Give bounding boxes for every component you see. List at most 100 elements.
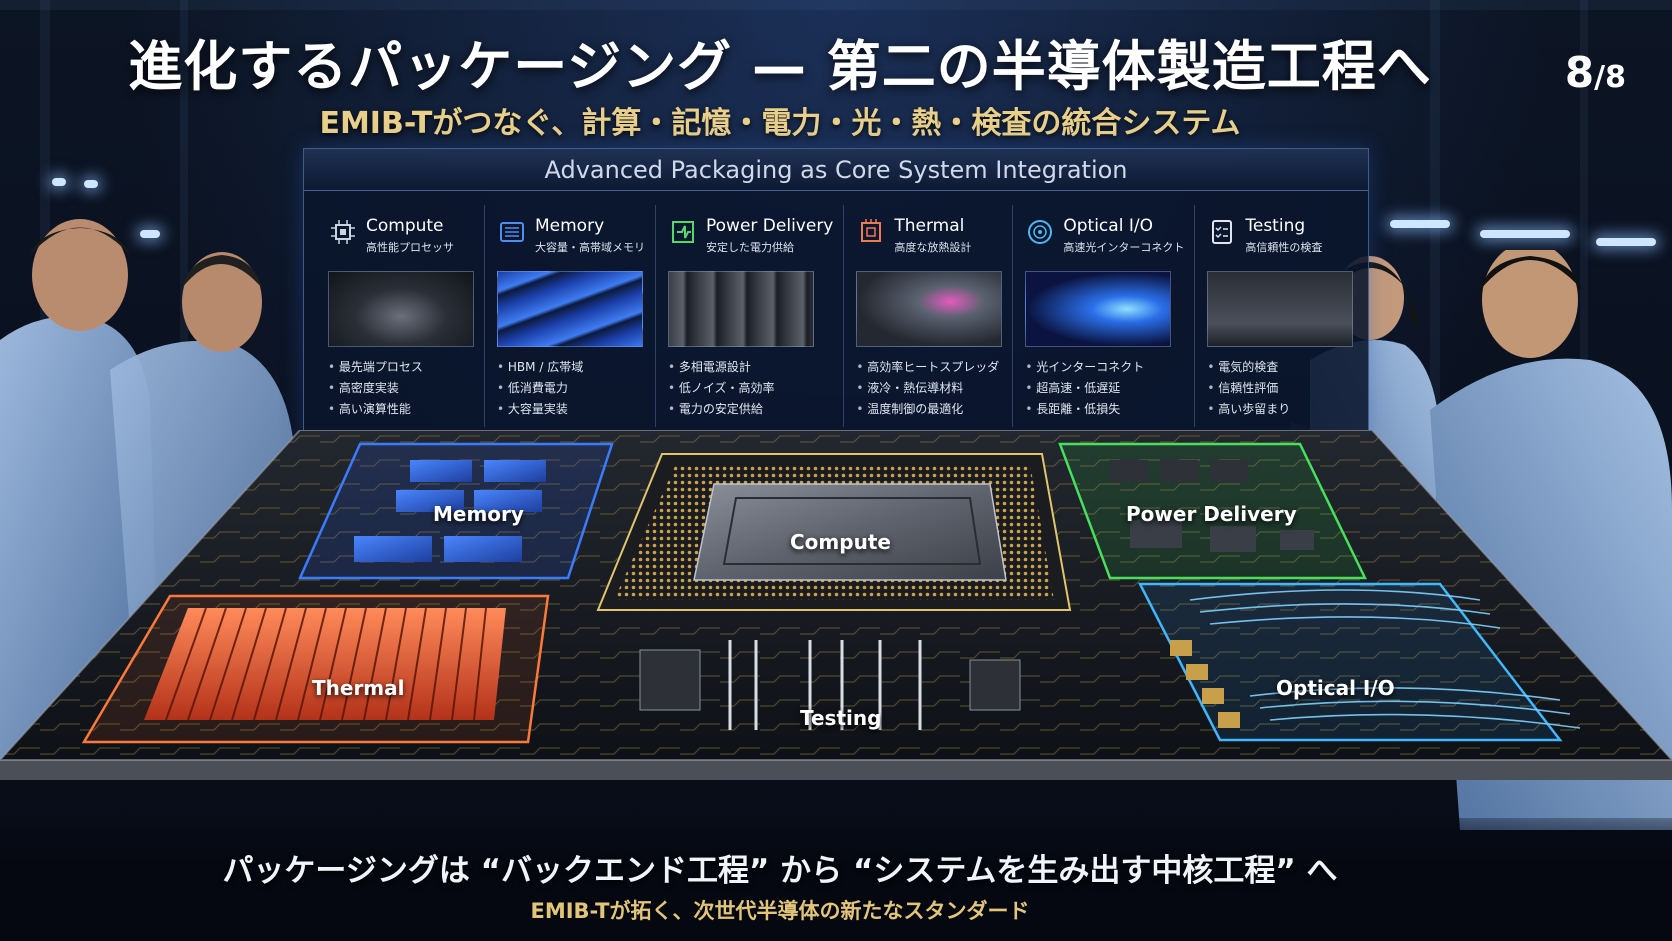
card-subtitle: 大容量・高帯域メモリ [535,241,645,254]
pillar [1430,0,1440,430]
ceiling-beam [0,0,1672,10]
card-bullet: 電気的検査 [1207,357,1353,378]
power-delivery-zone [1058,442,1367,580]
power-component [1160,460,1198,482]
card-header: Power Delivery 安定した電力供給 [668,215,833,265]
optical-io-zone [1137,582,1581,742]
card-bullet: 低消費電力 [497,378,645,399]
module-card-thermal: Thermal 高度な放熱設計 高効率ヒートスプレッダ液冷・熱伝導材料温度制御の… [844,205,1014,427]
thermal-zone [81,594,550,744]
card-header: Optical I/O 高速光インターコネクト [1025,215,1184,265]
card-title: Compute [366,216,444,236]
checklist-icon [1207,217,1237,247]
card-bullet: 最先端プロセス [328,357,474,378]
bottom-band [0,818,1672,941]
card-subtitle: 高度な放熱設計 [894,241,972,254]
ceiling-light [140,230,160,238]
ceiling-light [1596,238,1656,246]
test-socket [639,649,701,711]
card-bullets: 光インターコネクト超高速・低遅延長距離・低損失 [1025,357,1184,420]
memory-zone [298,442,614,580]
card-bullet: 大容量実装 [497,399,645,420]
power-component [1210,460,1248,482]
card-bullet: 高密度実装 [328,378,474,399]
power-component [1130,520,1182,548]
label-testing: Testing [800,706,882,730]
card-bullet: 電力の安定供給 [668,399,833,420]
card-subtitle: 高速光インターコネクト [1063,241,1185,254]
memory-chip [396,490,464,512]
card-title: Testing [1245,216,1306,236]
closing-tagline: EMIB-Tが拓く、次世代半導体の新たなスタンダード [530,899,1030,923]
page-current: 8 [1564,48,1595,97]
card-bullet: 多相電源設計 [668,357,833,378]
page-total: /8 [1594,60,1626,95]
card-bullet: 液冷・熱伝導材料 [856,378,1002,399]
label-thermal: Thermal [312,676,405,700]
card-titles: Memory 大容量・高帯域メモリ [535,215,645,255]
card-bullets: 多相電源設計低ノイズ・高効率電力の安定供給 [668,357,833,420]
card-bullet: 信頼性評価 [1207,378,1353,399]
card-subtitle: 安定した電力供給 [706,241,794,254]
card-image [1025,271,1172,347]
card-title: Power Delivery [706,216,834,236]
card-titles: Testing 高信頼性の検査 [1245,215,1322,255]
label-optical-io: Optical I/O [1276,676,1395,700]
closing-statement: パッケージングは “バックエンド工程” から “システムを生み出す中核工程” へ [222,853,1338,889]
card-subtitle: 高信頼性の検査 [1245,241,1323,254]
label-compute: Compute [790,530,891,554]
ceiling-light [1480,230,1570,238]
fin-lines [165,607,487,721]
card-bullet: 高い演算性能 [328,399,474,420]
memory-chip [484,460,546,482]
card-bullet: 低ノイズ・高効率 [668,378,833,399]
card-subtitle: 高性能プロセッサ [366,241,454,254]
card-bullets: 最先端プロセス高密度実装高い演算性能 [328,357,474,420]
card-bullet: HBM / 広帯域 [497,357,645,378]
module-card-compute: Compute 高性能プロセッサ 最先端プロセス高密度実装高い演算性能 [316,205,485,427]
power-component [1110,460,1148,482]
module-card-testing: Testing 高信頼性の検査 電気的検査信頼性評価高い歩留まり [1195,205,1363,427]
card-bullet: 超高速・低遅延 [1025,378,1184,399]
card-header: Thermal 高度な放熱設計 [856,215,1002,265]
module-card-power-delivery: Power Delivery 安定した電力供給 多相電源設計低ノイズ・高効率電力… [656,205,845,427]
card-header: Compute 高性能プロセッサ [328,215,474,265]
card-bullet: 高い歩留まり [1207,399,1353,420]
optical-icon [1025,217,1055,247]
card-titles: Optical I/O 高速光インターコネクト [1063,215,1184,255]
power-circuit-icon [668,217,698,247]
card-bullets: 高効率ヒートスプレッダ液冷・熱伝導材料温度制御の最適化 [856,357,1002,420]
testing-zone [639,640,1021,730]
card-image [668,271,814,347]
card-bullet: 光インターコネクト [1025,357,1184,378]
card-titles: Compute 高性能プロセッサ [366,215,454,255]
card-header: Testing 高信頼性の検査 [1207,215,1353,265]
memory-chip [474,490,542,512]
compute-zone [596,453,1072,611]
power-component [1280,530,1314,550]
panel-title: Advanced Packaging as Core System Integr… [304,149,1368,191]
card-image [497,271,643,347]
card-titles: Power Delivery 安定した電力供給 [706,215,833,255]
card-bullets: 電気的検査信頼性評価高い歩留まり [1207,357,1353,420]
ceiling-light [1390,220,1450,228]
label-memory: Memory [433,502,524,526]
compute-die [693,483,1007,581]
module-cards: Compute 高性能プロセッサ 最先端プロセス高密度実装高い演算性能 Memo… [316,205,1356,427]
power-component [1210,526,1256,552]
ceiling-light [52,178,66,186]
page-title: 進化するパッケージング — 第二の半導体製造工程へ [128,35,1432,98]
module-overview-panel: Advanced Packaging as Core System Integr… [303,148,1369,438]
ceiling-light [84,180,98,188]
memory-chip [410,460,472,482]
board-edge [0,760,1672,780]
heatsink-fins [144,608,506,720]
page-indicator: 8/8 [1565,48,1626,97]
optical-connectors [1170,640,1240,728]
memory-chip [444,536,522,562]
test-probes [728,640,922,730]
page-subtitle: EMIB-Tがつなぐ、計算・記憶・電力・光・熱・検査の統合システム [319,106,1241,141]
memory-chip [354,536,432,562]
card-titles: Thermal 高度な放熱設計 [894,215,971,255]
package-board [0,430,1672,780]
